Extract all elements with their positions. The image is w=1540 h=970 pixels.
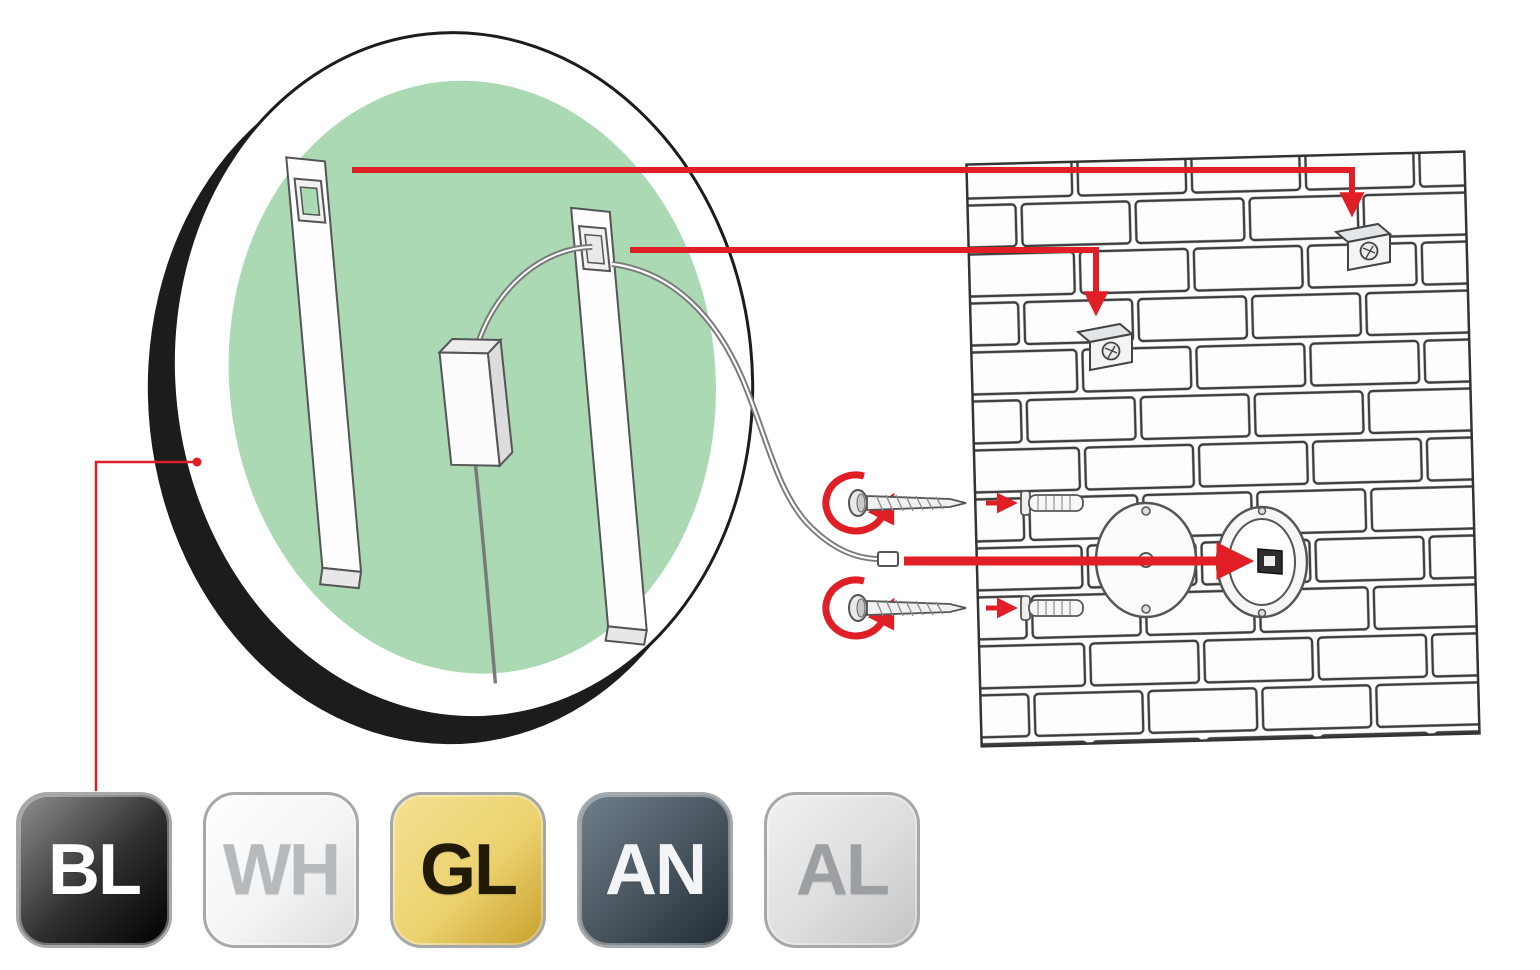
junction-box bbox=[437, 337, 514, 469]
cable-connector bbox=[877, 551, 899, 567]
wall-bracket-left bbox=[1075, 322, 1135, 372]
mounting-ring bbox=[1215, 505, 1309, 619]
finish-code: AN bbox=[605, 830, 707, 910]
finish-badge-aluminium[interactable]: AL bbox=[764, 792, 920, 948]
left-mounting-rail bbox=[285, 156, 363, 590]
finish-badge-white[interactable]: WH bbox=[203, 792, 359, 948]
power-cable-external bbox=[611, 261, 899, 567]
brick-wall bbox=[965, 150, 1481, 748]
finish-code: AL bbox=[796, 830, 890, 910]
screw-and-anchor-top bbox=[822, 471, 1084, 535]
finish-badge-black[interactable]: BL bbox=[16, 792, 172, 948]
power-cord-lower bbox=[473, 466, 498, 684]
wall-plug bbox=[1020, 490, 1084, 516]
rotation-arrow-icon bbox=[822, 471, 895, 535]
finish-code: GL bbox=[420, 830, 518, 910]
finish-options-row: BL WH GL AN AL bbox=[16, 792, 920, 948]
arrow-left-rail-to-right-bracket bbox=[352, 167, 1365, 218]
arrow-right-rail-to-left-bracket bbox=[630, 247, 1109, 317]
round-mirror-back bbox=[147, 31, 755, 745]
finish-badge-gold[interactable]: GL bbox=[390, 792, 546, 948]
frame-finish-callout bbox=[94, 457, 202, 791]
finish-code: BL bbox=[48, 830, 142, 910]
finish-code: WH bbox=[223, 830, 341, 910]
finish-badge-anthracite[interactable]: AN bbox=[577, 792, 733, 948]
right-mounting-rail bbox=[570, 206, 648, 646]
